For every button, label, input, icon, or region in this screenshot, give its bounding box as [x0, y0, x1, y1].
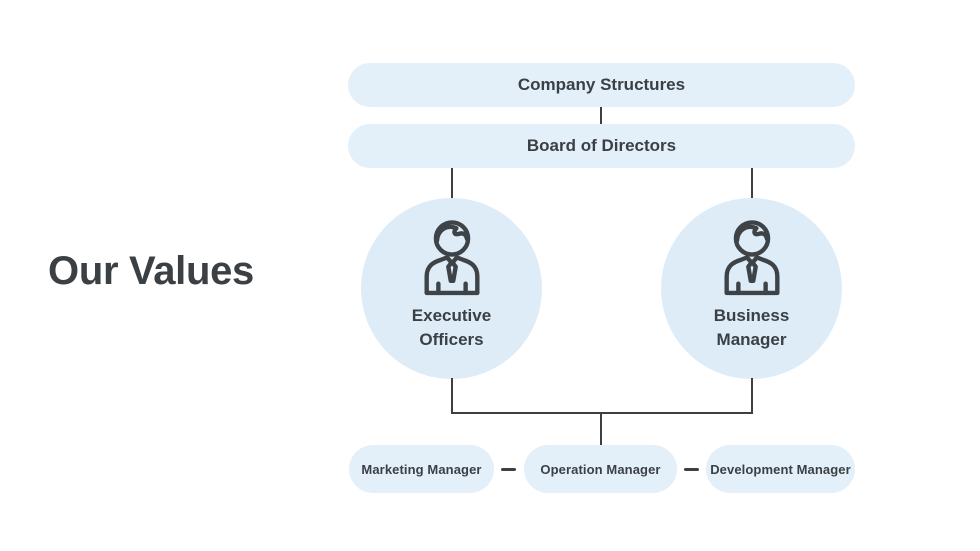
connector-marketing-operation — [501, 468, 516, 471]
connector-business-down — [751, 378, 753, 413]
node-business-manager: Business Manager — [661, 198, 842, 379]
node-operation-manager-label: Operation Manager — [540, 461, 661, 477]
node-company-structures: Company Structures — [348, 63, 855, 107]
node-company-structures-label: Company Structures — [517, 75, 686, 94]
node-board-of-directors-label: Board of Directors — [526, 136, 677, 155]
node-marketing-manager-label: Marketing Manager — [361, 461, 482, 477]
connector-center-to-operation — [600, 413, 602, 445]
node-operation-manager: Operation Manager — [524, 445, 677, 493]
node-development-manager-label: Development Manager — [710, 461, 851, 477]
connector-board-to-business — [751, 168, 753, 199]
node-marketing-manager: Marketing Manager — [349, 445, 494, 493]
connector-executive-down — [451, 378, 453, 413]
node-development-manager: Development Manager — [706, 445, 855, 493]
node-executive-officers-label: Executive Officers — [411, 306, 492, 349]
node-board-of-directors: Board of Directors — [348, 124, 855, 168]
connector-operation-development — [684, 468, 699, 471]
node-business-manager-label: Business Manager — [713, 306, 790, 349]
page-title: Our Values — [48, 249, 254, 293]
connector-company-to-board — [600, 107, 602, 124]
businessman-icon — [723, 220, 780, 296]
connector-bracket-horizontal — [451, 412, 753, 414]
node-executive-officers: Executive Officers — [361, 198, 542, 379]
connector-board-to-executive — [451, 168, 453, 199]
businessman-icon — [423, 220, 480, 296]
